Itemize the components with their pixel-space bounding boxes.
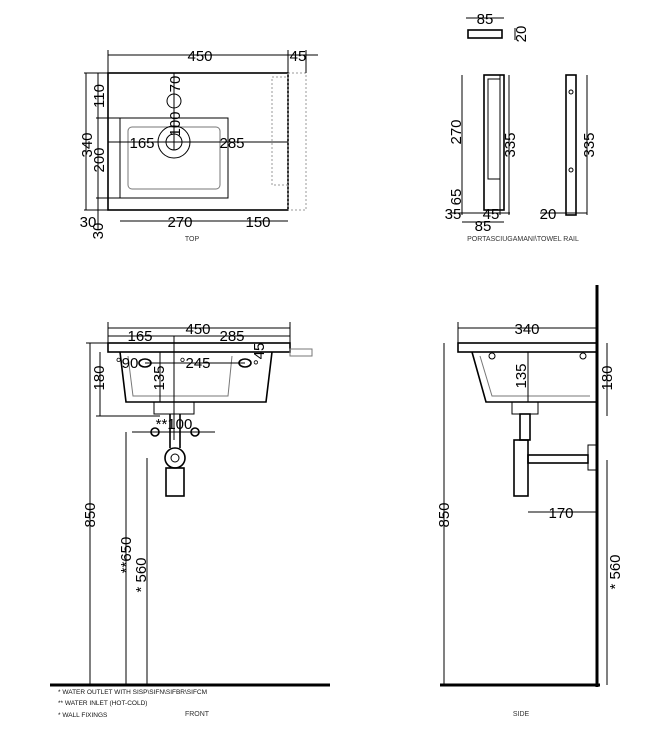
dim-hole-dia: 70 [167, 76, 184, 93]
dim-rail-height: 335 [502, 132, 519, 157]
dim-trap-depth: 170 [548, 505, 573, 522]
dim-rail-width-bottom: 85 [475, 218, 492, 235]
dim-rail-thick-top: 20 [513, 26, 530, 43]
side-view: 340 135 180 170 850 * 560 SIDE [436, 285, 624, 718]
note-water-inlet: ** WATER INLET (HOT-COLD) [58, 700, 147, 707]
dim-hole-left: °90 [116, 355, 139, 372]
dim-rail-width-top: 85 [477, 11, 494, 28]
dim-front-floor-height: 850 [82, 502, 99, 527]
dim-inlet-spacing: **100 [156, 416, 193, 433]
dim-bowl-depth: 200 [91, 147, 108, 172]
dim-rail-bottom-height: 65 [448, 189, 465, 206]
caption-side: SIDE [513, 711, 530, 718]
dim-drain-left: 165 [129, 135, 154, 152]
dim-front-drain-height: 135 [151, 365, 168, 390]
dim-side-floor-height: 850 [436, 502, 453, 527]
dim-front-margin-2: 30 [90, 223, 107, 240]
dim-front-margin: 30 [80, 214, 97, 231]
dim-hole-right: °45 [251, 343, 268, 366]
dim-rail-side-depth: 20 [540, 206, 557, 223]
towel-rail-view: 85 20 270 335 65 35 45 85 335 20 PORTASC… [445, 11, 598, 243]
dim-hole-span: °245 [179, 355, 210, 372]
dim-rail-side-height: 335 [581, 132, 598, 157]
towel-rail-outline-2 [287, 72, 307, 211]
dim-drain-right: 285 [219, 135, 244, 152]
top-view: 450 45 110 70 340 200 165 285 100 30 30 … [79, 48, 318, 243]
dim-depth: 340 [79, 132, 96, 157]
dim-front-outlet-height: * 560 [133, 557, 150, 592]
dim-inlet-height: **650 [118, 537, 135, 574]
front-view: 450 165 285 °90 °245 °45 180 135 **100 8… [50, 321, 330, 719]
note-water-outlet: * WATER OUTLET WITH SISP\SIFN\SIFBR\SIFC… [58, 689, 207, 696]
dim-side-height: 180 [599, 365, 616, 390]
dim-width: 450 [187, 48, 212, 65]
dim-bowl-width: 270 [167, 214, 192, 231]
dim-rail-offset: 45 [290, 48, 307, 65]
dim-right-margin: 150 [245, 214, 270, 231]
dim-drain-dia: 100 [167, 111, 184, 136]
dim-hole-offset: 110 [91, 84, 108, 108]
dim-side-depth: 340 [514, 321, 539, 338]
dim-side-outlet-height: * 560 [607, 554, 624, 589]
dim-side-drain-height: 135 [513, 363, 530, 388]
dim-rail-mid: 45 [483, 206, 500, 223]
dim-rail-inner-height: 270 [448, 119, 465, 144]
dim-rail-left: 35 [445, 206, 462, 223]
dim-front-left: 165 [127, 328, 152, 345]
caption-top: TOP [185, 236, 200, 243]
towel-rail-outline [271, 76, 289, 186]
dim-front-right: 285 [219, 328, 244, 345]
note-wall-fixings: * WALL FIXINGS [58, 712, 108, 719]
dim-front-width: 450 [185, 321, 210, 338]
dim-front-height: 180 [91, 365, 108, 390]
caption-towel-rail: PORTASCIUGAMANI\TOWEL RAIL [467, 236, 579, 243]
caption-front: FRONT [185, 711, 210, 718]
